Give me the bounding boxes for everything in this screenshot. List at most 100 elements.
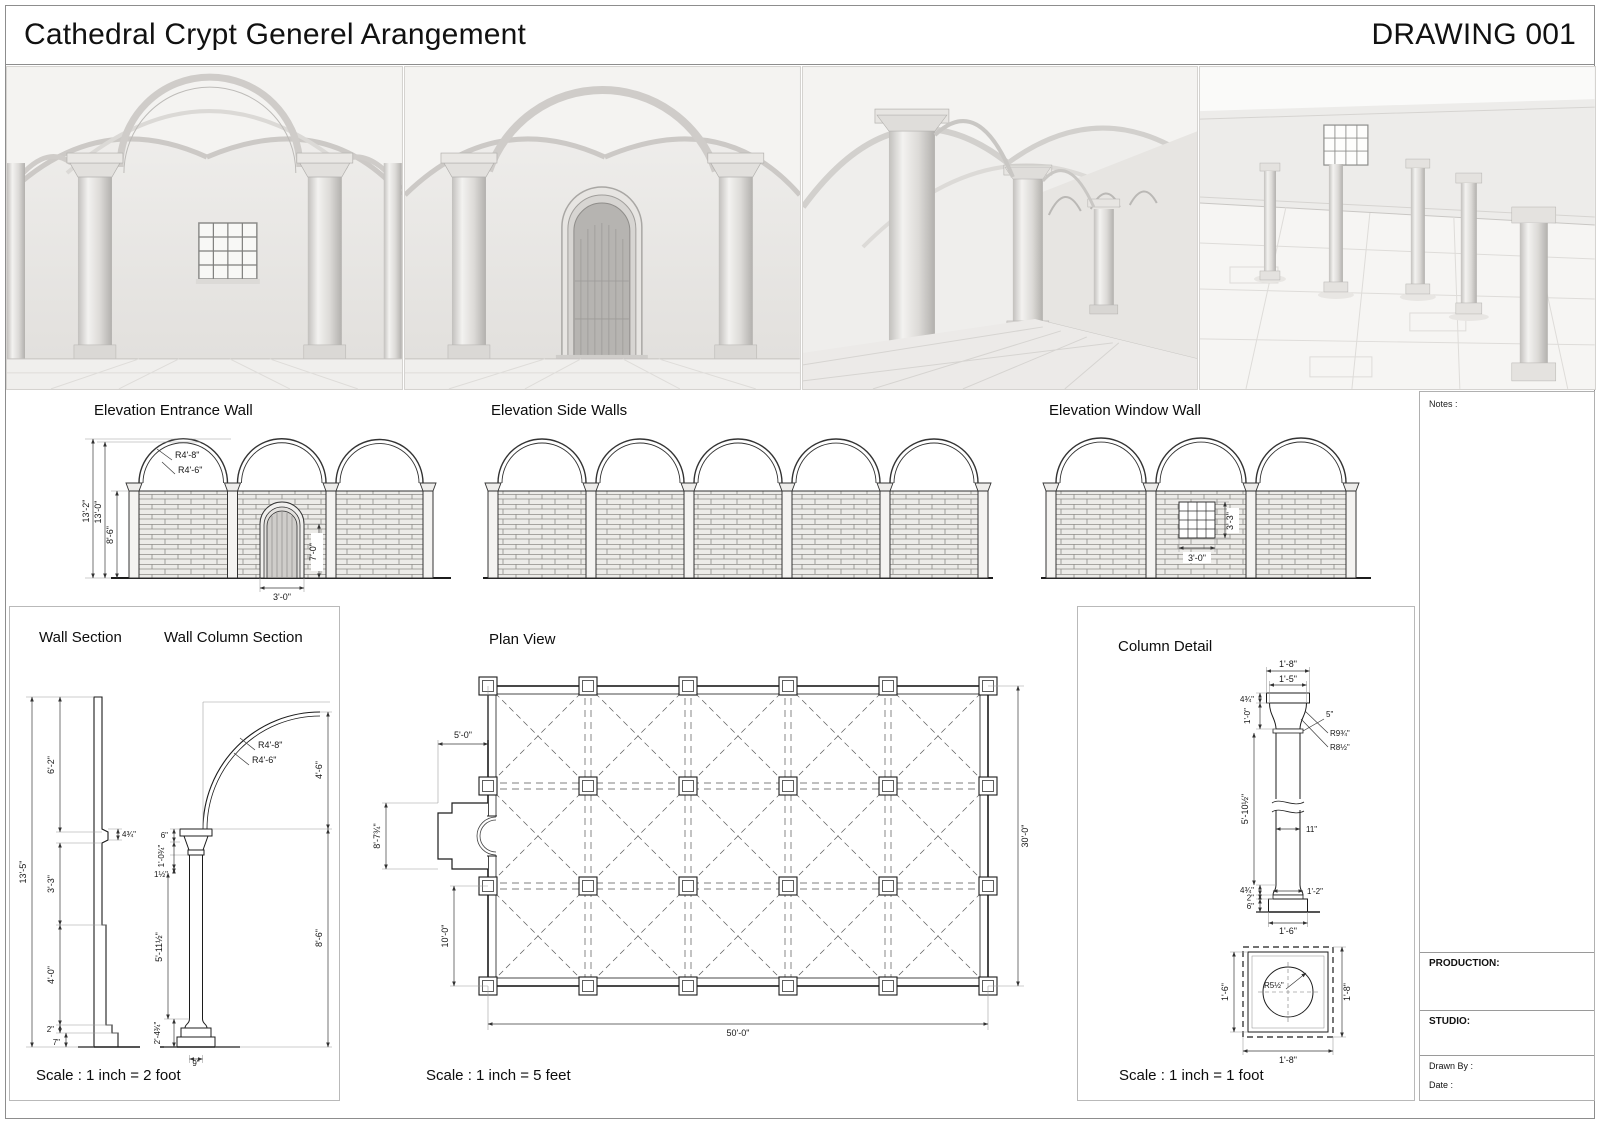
- render-room-overview: [1199, 66, 1596, 390]
- wall-section-scale: Scale : 1 inch = 2 foot: [36, 1067, 181, 1084]
- elevation-window-drawing: 3'-3" 3'-0": [1041, 437, 1371, 579]
- drawnby-row: Drawn By : Date :: [1420, 1055, 1594, 1100]
- elevation-side-drawing: [483, 438, 993, 579]
- extension-lines: [1230, 946, 1346, 1055]
- title-bar: Cathedral Crypt Generel Arangement DRAWI…: [6, 6, 1594, 65]
- extension-lines: [382, 685, 1024, 1030]
- dim-base: 2'-4¾": [153, 1022, 162, 1045]
- dim-plinth-height: 6": [1247, 902, 1254, 911]
- column-detail-panel: [1077, 606, 1415, 1101]
- dim-plan-outer-v: 1'-8": [1342, 983, 1352, 1001]
- notes-panel: Notes : PRODUCTION: STUDIO: Drawn By : D…: [1419, 391, 1595, 1101]
- elevation-entrance-drawing: 13'-2" 13'-0" 8'-6" R4'-8" R4'-6" 7'-0" …: [81, 438, 451, 602]
- piers: [487, 490, 989, 579]
- extension-lines: [26, 696, 122, 1048]
- studio-label: STUDIO:: [1429, 1016, 1471, 1027]
- dim-arch-rise: 4'-6": [314, 761, 324, 779]
- extension-lines: [1178, 501, 1229, 552]
- plan-drawing: 5'-0" 8'-7¾" 10'-0" 50'-0" 30'-0": [372, 676, 1030, 1038]
- elevation-side-title: Elevation Side Walls: [491, 402, 628, 419]
- dim-radius-outer: R4'-8": [175, 450, 199, 460]
- dimension-lines: [91, 438, 321, 590]
- dimension-lines: [166, 711, 330, 1061]
- dimension-lines: [384, 685, 1020, 1026]
- dim-ledge: 4¾": [122, 830, 136, 839]
- window: [1178, 501, 1216, 539]
- dim-total-height: 13'-2": [81, 500, 91, 523]
- dimension-lines: [1232, 946, 1344, 1053]
- dim-shaft-height: 5'-10½": [1240, 794, 1250, 824]
- dim-base-torus: 4¾": [1240, 886, 1254, 895]
- dim-middle: 3'-3": [46, 875, 56, 893]
- window: [1323, 124, 1369, 166]
- dim-base-fillet: 2": [1247, 894, 1254, 903]
- wall-column-section-title: Wall Column Section: [164, 629, 303, 646]
- column-elevation: [1266, 692, 1310, 913]
- dim-plinth-width: 1'-6": [1279, 926, 1297, 936]
- entrance-vestibule: [437, 802, 497, 870]
- dim-total: 13'-5": [18, 861, 28, 884]
- dim-bay: 10'-0": [440, 925, 450, 948]
- render-side-perspective: [801, 66, 1199, 390]
- dim-torus-width: 1'-2": [1307, 887, 1323, 896]
- arches: [497, 438, 979, 484]
- dim-door-width: 3'-0": [273, 592, 291, 602]
- plan-scale: Scale : 1 inch = 5 feet: [426, 1067, 571, 1084]
- column-detail-drawing: 1'-8" 1'-5" 4¾" 1'-0" 5" R9¾" R8½" 5'-10…: [1220, 659, 1352, 1065]
- dim-brick-height: 8'-6": [105, 526, 115, 544]
- render-door-view: [403, 66, 801, 390]
- column: [440, 152, 498, 360]
- render-entrance-view: [6, 66, 403, 390]
- drawn-by-label: Drawn By :: [1429, 1061, 1474, 1071]
- dim-echinus-width: 1'-5": [1279, 674, 1297, 684]
- capitals: [1042, 482, 1360, 492]
- dim-abacus-height: 4¾": [1240, 695, 1254, 704]
- capitals: [484, 482, 992, 492]
- floor: [1200, 203, 1595, 389]
- capitals: [125, 482, 437, 492]
- dim-shaft-width: 9": [192, 1059, 199, 1067]
- wall-section-drawing: 13'-5" 6'-2" 3'-3" 4'-0" 2" 7" 4¾": [18, 696, 332, 1067]
- elevation-window-title: Elevation Window Wall: [1049, 402, 1201, 419]
- column: [66, 152, 124, 360]
- studio-row: STUDIO:: [1420, 1010, 1594, 1055]
- dim-plan-outer-h: 1'-8": [1279, 1055, 1297, 1065]
- dimension-lines: [30, 696, 120, 1048]
- dim-lower: 4'-0": [46, 966, 56, 984]
- dim-entrance-depth: 8'-7¾": [372, 823, 382, 848]
- dim-radius-outer: R9¾": [1330, 729, 1350, 738]
- dim-radius-inner: R4'-6": [178, 465, 202, 475]
- dimension-lines: [1252, 669, 1329, 925]
- dim-radius-inner: R8½": [1330, 743, 1350, 752]
- entrance-door: [259, 501, 305, 579]
- dim-neck: 5": [1326, 710, 1333, 719]
- dimension-lines: [1178, 501, 1227, 550]
- columns: [874, 108, 1120, 364]
- sheet-title: Cathedral Crypt Generel Arangement: [24, 18, 527, 51]
- drawing-number: DRAWING 001: [1371, 18, 1576, 51]
- plan-title: Plan View: [489, 631, 556, 648]
- dim-upper: 6'-2": [46, 756, 56, 774]
- dim-footing: 7": [53, 1038, 60, 1047]
- dim-radius-inner: R4'-6": [252, 755, 276, 765]
- wall-profile: [93, 696, 119, 1048]
- arches: [1055, 437, 1347, 484]
- render-strip: [6, 66, 1596, 390]
- brick-wall: [487, 490, 989, 579]
- dim-wall-height: 13'-0": [93, 501, 103, 524]
- production-label: PRODUCTION:: [1429, 958, 1500, 969]
- door: [555, 186, 648, 360]
- dim-column-height: 8'-6": [314, 929, 324, 947]
- column-base-plan: [1242, 946, 1334, 1038]
- vault-lines: [488, 686, 988, 986]
- column-detail-scale: Scale : 1 inch = 1 foot: [1119, 1067, 1264, 1084]
- dim-entrance-width: 5'-0": [454, 730, 472, 740]
- drawing-sheet: Cathedral Crypt Generel Arangement DRAWI…: [5, 5, 1596, 1119]
- extension-lines: [85, 438, 325, 592]
- dim-window-height: 3'-3": [1225, 512, 1235, 530]
- dim-shaft: 5'-11½": [154, 932, 164, 962]
- production-row: PRODUCTION:: [1420, 952, 1594, 1010]
- date-label: Date :: [1429, 1080, 1454, 1090]
- arches: [138, 438, 424, 484]
- dim-plan-radius: R5½": [1264, 981, 1284, 990]
